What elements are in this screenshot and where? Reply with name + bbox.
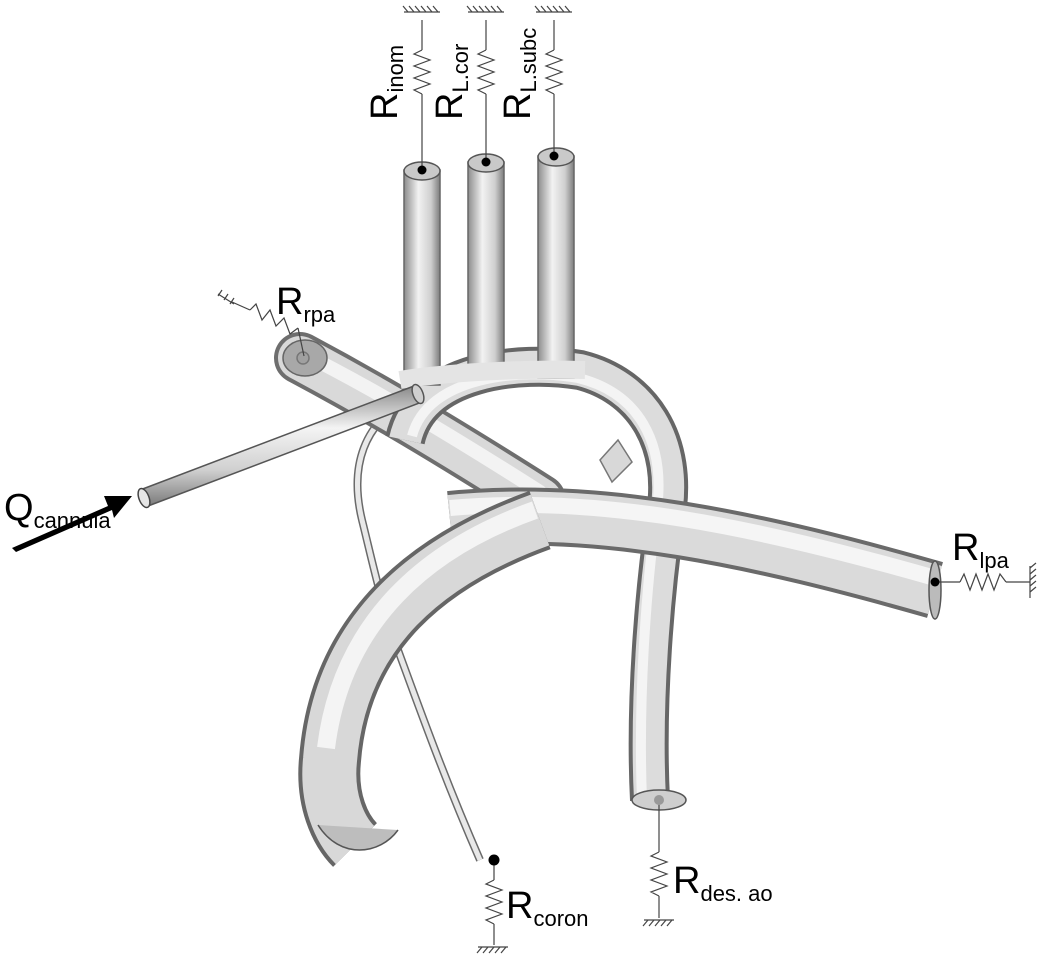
node-lpa xyxy=(930,577,940,587)
node-desao xyxy=(654,795,664,805)
resistor-rpa xyxy=(217,289,305,357)
cannula-inflow-arrow xyxy=(12,496,132,552)
resistor-lsubc xyxy=(534,5,572,152)
left-subclavian-branch xyxy=(537,147,575,379)
node-lsubc xyxy=(549,151,559,161)
label-inom: Rinom xyxy=(364,45,408,120)
node-coron xyxy=(488,854,500,866)
label-coron: Rcoron xyxy=(506,885,589,931)
resistor-lpa xyxy=(938,562,1037,598)
resistor-coron xyxy=(476,862,508,954)
lpa-outlet xyxy=(928,560,942,620)
boundary-resistors xyxy=(217,5,1037,954)
vessel-geometry xyxy=(137,147,943,867)
resistor-inom xyxy=(402,5,440,166)
node-inom xyxy=(417,165,427,175)
cannula xyxy=(137,383,425,509)
label-lcor: RL.cor xyxy=(429,44,473,120)
resistor-lcor xyxy=(466,5,504,158)
innominate-branch xyxy=(403,161,441,386)
left-carotid-branch xyxy=(467,153,505,378)
label-desao: Rdes. ao xyxy=(673,860,773,906)
node-lcor xyxy=(481,157,491,167)
label-cannula: Qcannula xyxy=(4,487,111,533)
outlet-nodes xyxy=(417,151,940,866)
label-lsubc: RL.subc xyxy=(497,28,541,120)
label-rpa: Rrpa xyxy=(276,281,336,327)
resistor-desao xyxy=(642,802,674,927)
label-lpa: Rlpa xyxy=(952,527,1010,573)
